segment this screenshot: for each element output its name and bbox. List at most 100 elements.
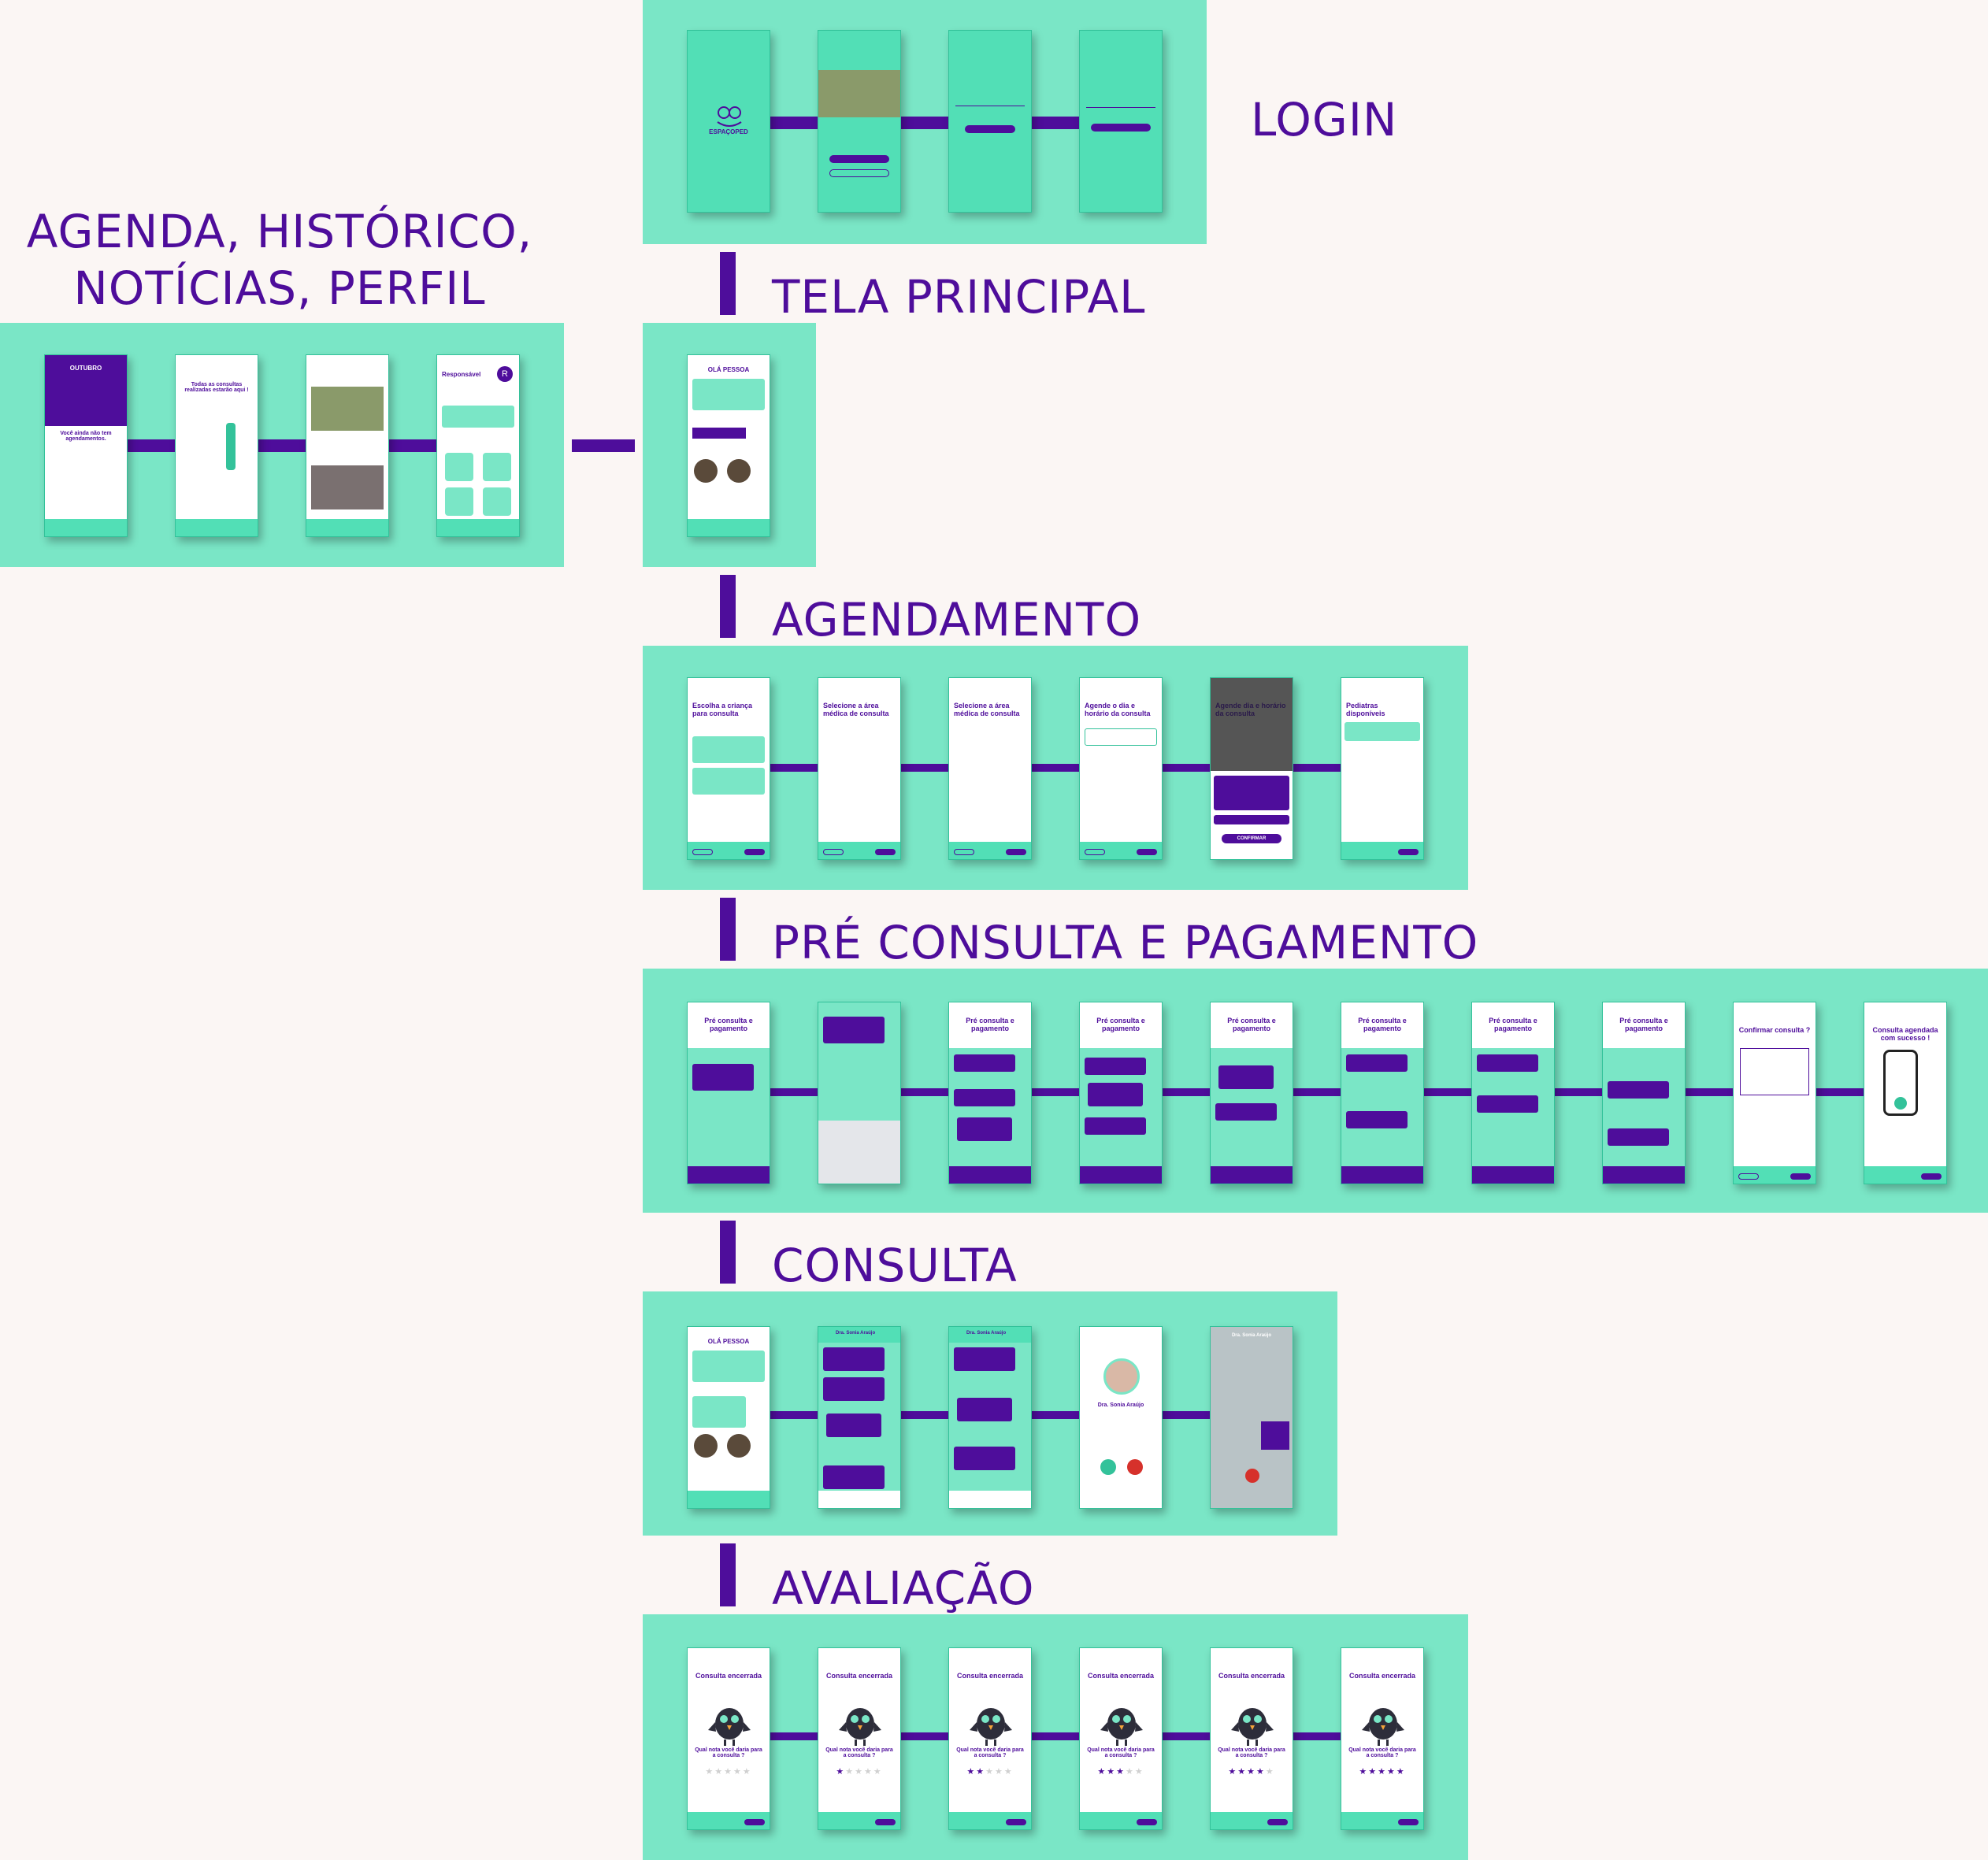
back-button[interactable] xyxy=(954,849,974,855)
star-icon[interactable]: ★ xyxy=(742,1767,752,1777)
picker-sheet[interactable]: CONFIRMAR xyxy=(1211,771,1293,859)
chat-bar-8[interactable] xyxy=(1603,1166,1685,1184)
next-button[interactable] xyxy=(1398,849,1419,855)
consulta-screen-home[interactable]: OLÁ PESSOA xyxy=(687,1326,770,1509)
submit-rating-button[interactable] xyxy=(1267,1819,1288,1825)
star-icon[interactable]: ★ xyxy=(724,1767,733,1777)
star-icon[interactable]: ★ xyxy=(1255,1767,1266,1777)
star-icon[interactable]: ★ xyxy=(966,1767,977,1777)
star-icon[interactable]: ★ xyxy=(1378,1767,1387,1777)
consulta-chat-1[interactable]: Dra. Sonia Araújo xyxy=(818,1326,901,1509)
home-screen[interactable]: OLÁ PESSOA xyxy=(687,354,770,537)
consulta-child-2[interactable] xyxy=(727,1434,751,1458)
agendamento-screen-area-selected[interactable]: Selecione a área médica de consulta xyxy=(948,677,1032,860)
home-child-1[interactable] xyxy=(694,459,718,483)
pre-consulta-screen-8[interactable]: Pré consulta e pagamento xyxy=(1602,1002,1686,1184)
next-button[interactable] xyxy=(1006,849,1026,855)
success-screen[interactable]: Consulta agendada com sucesso ! xyxy=(1864,1002,1947,1184)
star-icon[interactable]: ★ xyxy=(1116,1767,1126,1777)
chat-bar-7[interactable] xyxy=(1472,1166,1554,1184)
next-button[interactable] xyxy=(1137,849,1157,855)
star-icon[interactable]: ★ xyxy=(1247,1767,1256,1777)
star-icon[interactable]: ★ xyxy=(836,1767,846,1777)
self-view-icon[interactable] xyxy=(1261,1421,1289,1450)
intro-primary-button[interactable] xyxy=(829,155,889,163)
agendamento-screen-child[interactable]: Escolha a criança para consulta xyxy=(687,677,770,860)
profile-tile-3[interactable] xyxy=(445,487,473,516)
star-icon[interactable]: ★ xyxy=(1396,1767,1406,1777)
star-icon[interactable]: ★ xyxy=(855,1767,864,1777)
login-screen-password[interactable] xyxy=(1079,30,1163,213)
chat-bar-1[interactable] xyxy=(688,1166,770,1184)
profile-screen[interactable]: Responsável R xyxy=(436,354,520,537)
star-icon[interactable]: ★ xyxy=(1368,1767,1378,1777)
date-field[interactable] xyxy=(1085,728,1157,746)
consulta-child-1[interactable] xyxy=(694,1434,718,1458)
child-card-1[interactable] xyxy=(692,736,765,763)
star-icon[interactable]: ★ xyxy=(733,1767,743,1777)
back-button[interactable] xyxy=(1738,1173,1759,1180)
star-icon[interactable]: ★ xyxy=(1134,1767,1144,1777)
star-icon[interactable]: ★ xyxy=(985,1767,995,1777)
confirm-screen[interactable]: Confirmar consulta ? xyxy=(1733,1002,1816,1184)
child-card-2[interactable] xyxy=(692,768,765,795)
password-field[interactable] xyxy=(1086,103,1155,108)
news-screen[interactable] xyxy=(306,354,389,537)
news-nav-bar[interactable] xyxy=(306,519,388,536)
star-icon[interactable]: ★ xyxy=(1237,1767,1248,1777)
pre-consulta-screen-4[interactable]: Pré consulta e pagamento xyxy=(1079,1002,1163,1184)
pre-consulta-screen-7[interactable]: Pré consulta e pagamento xyxy=(1471,1002,1555,1184)
history-nav-bar[interactable] xyxy=(176,519,258,536)
profile-tile-1[interactable] xyxy=(445,453,473,481)
home-nav-bar[interactable] xyxy=(688,519,770,536)
star-icon[interactable]: ★ xyxy=(1265,1767,1275,1777)
star-icon[interactable]: ★ xyxy=(976,1767,986,1777)
decline-call-icon[interactable] xyxy=(1127,1459,1143,1475)
agendamento-screen-date[interactable]: Agende o dia e horário da consulta xyxy=(1079,677,1163,860)
profile-tile-4[interactable] xyxy=(483,487,511,516)
star-icon[interactable]: ★ xyxy=(1359,1767,1369,1777)
agenda-nav-bar[interactable] xyxy=(45,519,127,536)
chat-bar-3[interactable] xyxy=(949,1166,1031,1184)
consulta-home-reminder[interactable] xyxy=(692,1396,746,1428)
password-button[interactable] xyxy=(1091,124,1151,132)
agenda-screen-calendar[interactable]: OUTUBRO Você ainda não tem agendamentos. xyxy=(44,354,128,537)
submit-rating-button[interactable] xyxy=(744,1819,765,1825)
star-icon[interactable]: ★ xyxy=(714,1767,725,1777)
next-button[interactable] xyxy=(875,849,896,855)
pre-consulta-screen-1[interactable]: Pré consulta e pagamento xyxy=(687,1002,770,1184)
star-icon[interactable]: ★ xyxy=(1386,1767,1396,1777)
submit-rating-button[interactable] xyxy=(1398,1819,1419,1825)
incoming-call-screen[interactable]: Dra. Sonia Araújo xyxy=(1079,1326,1163,1509)
agendamento-screen-pediatras[interactable]: Pediatras disponíveis xyxy=(1341,677,1424,860)
profile-avatar[interactable]: R xyxy=(497,366,513,382)
profile-tile-2[interactable] xyxy=(483,453,511,481)
submit-rating-button[interactable] xyxy=(875,1819,896,1825)
history-screen[interactable]: Todas as consultas realizadas estarão aq… xyxy=(175,354,258,537)
video-call-screen[interactable]: Dra. Sonia Araújo xyxy=(1210,1326,1293,1509)
picker-time[interactable] xyxy=(1214,815,1289,824)
agendamento-screen-area[interactable]: Selecione a área médica de consulta xyxy=(818,677,901,860)
pediatra-card[interactable] xyxy=(1344,722,1420,741)
next-button[interactable] xyxy=(744,849,765,855)
chat-bar-5[interactable] xyxy=(1211,1166,1293,1184)
home-banner[interactable] xyxy=(692,379,765,410)
star-icon[interactable]: ★ xyxy=(1097,1767,1107,1777)
back-button[interactable] xyxy=(823,849,844,855)
hangup-icon[interactable] xyxy=(1245,1469,1259,1483)
intro-secondary-button[interactable] xyxy=(829,169,889,177)
star-icon[interactable]: ★ xyxy=(863,1767,873,1777)
confirm-button[interactable] xyxy=(1790,1173,1811,1180)
keyboard[interactable] xyxy=(818,1121,900,1184)
consulta-chat-2[interactable]: Dra. Sonia Araújo xyxy=(948,1326,1032,1509)
consulta-home-banner[interactable] xyxy=(692,1351,765,1382)
agendamento-screen-picker[interactable]: Agende dia e horário da consulta CONFIRM… xyxy=(1210,677,1293,860)
pre-consulta-screen-keyboard[interactable] xyxy=(818,1002,901,1184)
picker-confirm-button[interactable]: CONFIRMAR xyxy=(1222,834,1281,843)
login-screen-splash[interactable]: ESPAÇOPED xyxy=(687,30,770,213)
